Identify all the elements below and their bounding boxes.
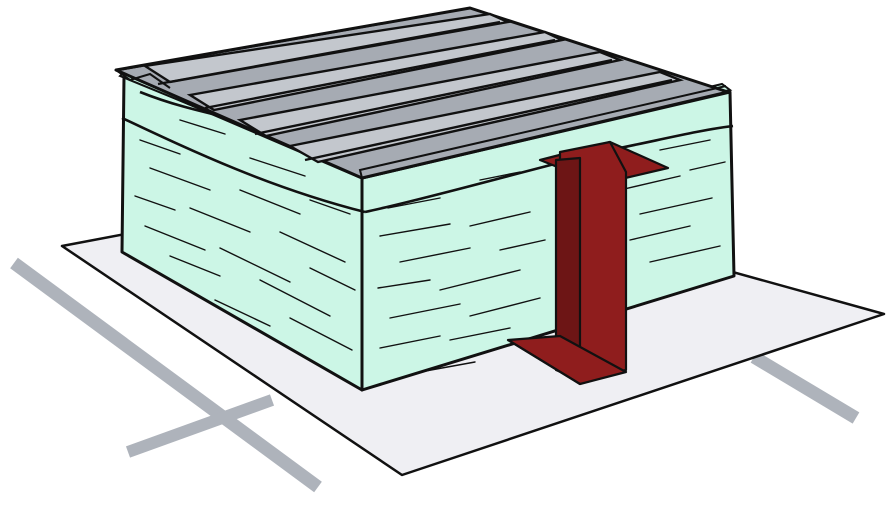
insulation-fiber-texture xyxy=(134,119,726,373)
corrugated-metal-roof xyxy=(114,6,730,180)
grid-lines xyxy=(10,257,860,493)
grid-line-right xyxy=(750,351,860,424)
grid-line-long-left xyxy=(10,257,322,493)
roof-ribs xyxy=(117,6,685,164)
z-channel-flashing-icon xyxy=(506,140,670,386)
grid-line-cross-left xyxy=(125,394,275,458)
